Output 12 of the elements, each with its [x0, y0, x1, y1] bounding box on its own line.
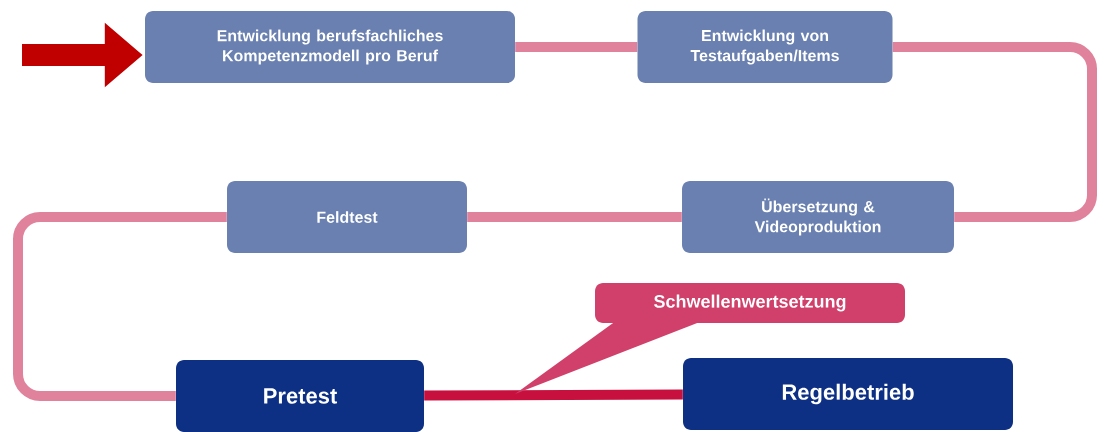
connector-line: [424, 389, 683, 401]
process-box: Übersetzung & Videoproduktion: [682, 181, 954, 253]
connector-line: [467, 212, 682, 222]
stage-box: Pretest: [176, 360, 424, 432]
connector-line: [13, 212, 227, 401]
connector-line: [892, 42, 1097, 222]
node-label: Schwellenwertsetzung: [654, 294, 846, 312]
process-box: Entwicklung berufsfachliches Kompetenzmodell pro Beruf: [145, 11, 515, 83]
stage-box: Regelbetrieb: [683, 358, 1013, 430]
process-box: Entwicklung von Testaufgaben/Items: [637, 11, 893, 83]
process-box: Feldtest: [227, 181, 467, 253]
connector-line: [515, 42, 638, 52]
